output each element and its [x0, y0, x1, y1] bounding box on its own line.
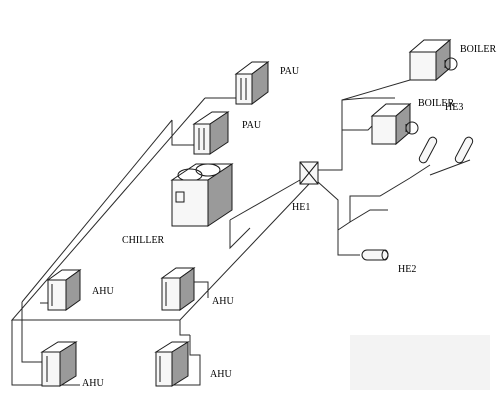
pipe-chiller-he1 — [229, 179, 301, 221]
pipe-ahu-mid-right — [190, 281, 209, 298]
pipe-he2-branch — [337, 177, 411, 231]
he1-heat-exchanger — [299, 161, 319, 185]
pau-unit-mid — [192, 111, 230, 155]
ahu-unit-mid-right — [160, 267, 196, 311]
pipe-drop-right — [160, 335, 201, 386]
pipe-he1-to-header — [318, 79, 411, 171]
pipe-pau-mid-branch — [171, 120, 195, 146]
chiller-unit — [170, 163, 234, 227]
ahu-mid-left-label: AHU — [92, 286, 114, 297]
ahu-unit-mid-left — [46, 269, 82, 311]
he2-heat-exchanger — [361, 249, 389, 261]
he1-label: HE1 — [292, 202, 310, 213]
he2-label: HE2 — [398, 264, 416, 275]
ahu-mid-right-label: AHU — [212, 296, 234, 307]
ahu-bottom-left-label: AHU — [82, 378, 104, 389]
pipe-drop-right-b — [179, 320, 190, 336]
pipe-drop-left — [21, 302, 44, 363]
pipe-he3-branch — [409, 164, 431, 179]
pau-mid-label: PAU — [242, 120, 262, 131]
pipe-main-loop — [10, 97, 311, 321]
ahu-bottom-right-label: AHU — [210, 369, 232, 380]
pipe-chiller-branch — [229, 220, 251, 250]
pipe-boiler-top-branch — [341, 97, 395, 101]
pipe-secondary-header — [21, 119, 173, 303]
pipe-he3-branch-b — [429, 159, 471, 176]
ahu-unit-bottom-left — [40, 341, 78, 387]
boiler-unit-top — [408, 38, 458, 82]
boiler-unit-bottom — [370, 102, 419, 146]
boiler-bottom-label: BOILER — [418, 98, 454, 109]
he3-label: HE3 — [445, 102, 463, 113]
pipe-he2-lower — [349, 209, 388, 223]
pipe-ahu-mid-left — [40, 290, 49, 304]
he3-heat-exchanger — [418, 136, 474, 164]
pipe-he1-down — [317, 181, 360, 256]
watermark-patch — [350, 335, 490, 390]
boiler-top-label: BOILER — [460, 44, 496, 55]
ahu-unit-bottom-right — [154, 341, 190, 387]
pau-unit-top — [234, 61, 270, 105]
pau-top-label: PAU — [280, 66, 300, 77]
chiller-label: CHILLER — [122, 235, 165, 246]
